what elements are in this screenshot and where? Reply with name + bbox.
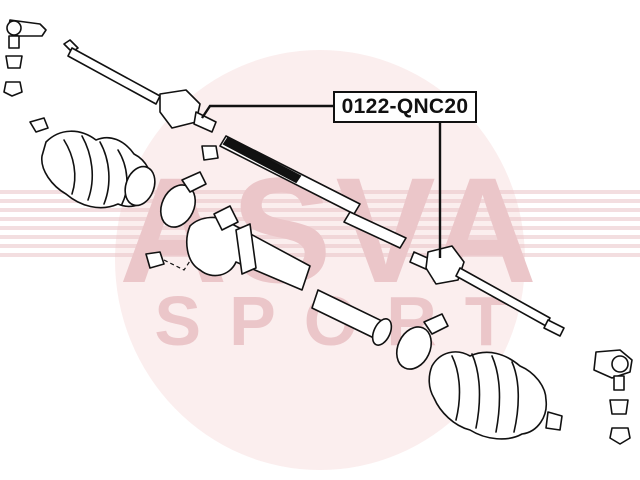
boot-left <box>29 117 156 209</box>
dashed-guide <box>163 245 201 271</box>
tie-rod-end-right <box>593 349 633 445</box>
castle-nut-left <box>3 81 23 97</box>
tie-rod-left <box>63 39 217 133</box>
sleeve-upper <box>343 211 407 249</box>
nut-left <box>5 55 23 69</box>
clip-left-small <box>29 117 49 133</box>
boot-right <box>428 351 563 440</box>
inner-joint-right <box>425 245 465 285</box>
bushing-bottom <box>145 251 165 269</box>
bushing-top <box>201 145 219 161</box>
castle-nut-right <box>609 427 631 445</box>
clamp-left <box>159 171 207 228</box>
watermark-sub: SPORT <box>154 282 535 360</box>
tie-rod-right <box>409 245 565 337</box>
tie-rod-end-left <box>3 19 47 97</box>
clamp-right <box>395 313 449 370</box>
clip-right-small <box>545 411 563 431</box>
rack-housing <box>186 205 407 346</box>
leader-lines <box>201 104 442 258</box>
leader-to-left-joint <box>201 104 333 119</box>
nut-right <box>609 399 629 415</box>
part-number-label: 0122-QNC20 <box>333 91 477 123</box>
